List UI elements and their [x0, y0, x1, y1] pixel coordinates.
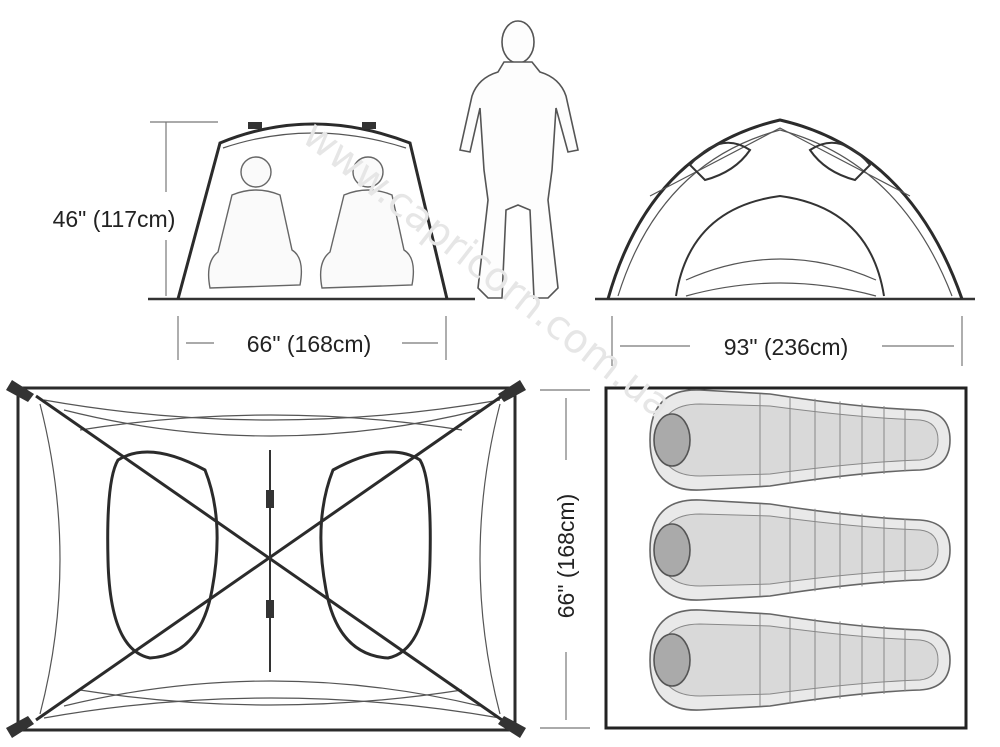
top-view-clip	[266, 490, 274, 508]
side-view: 93" (236cm)	[595, 118, 975, 366]
side-vent-right	[808, 141, 872, 182]
front-tent-outline	[176, 122, 449, 300]
front-tent-seam	[222, 132, 407, 149]
top-view-clip	[266, 600, 274, 618]
side-pole-lines	[649, 127, 911, 197]
sleeping-bag-icon	[649, 499, 951, 601]
stake-icon	[498, 716, 526, 738]
sleeping-bag-icon	[649, 609, 951, 711]
top-view-door-right	[319, 450, 432, 660]
floor-width-dimension: 66" (168cm)	[540, 389, 590, 729]
top-view-vestibule-bottom	[79, 689, 463, 706]
stake-icon	[498, 380, 526, 402]
person-silhouette-icon	[459, 20, 579, 299]
front-view: 46" (117cm) 66" (168cm)	[53, 121, 475, 360]
top-view-vestibule-top	[79, 414, 463, 431]
side-vent-left	[688, 141, 752, 182]
seated-person-icon	[319, 156, 415, 289]
height-label: 46" (117cm)	[53, 206, 176, 232]
front-clip-left	[248, 122, 262, 129]
length-label: 93" (236cm)	[724, 334, 849, 360]
stake-icon	[6, 380, 34, 402]
floor-plan	[604, 386, 968, 730]
top-view-fly-right	[479, 403, 501, 715]
front-clip-right	[362, 122, 376, 129]
stake-icon	[6, 716, 34, 738]
side-door-arch	[675, 194, 885, 297]
side-door-curve	[685, 258, 877, 281]
side-tent-outline	[606, 118, 964, 300]
top-view-door-left	[106, 450, 219, 660]
floor-width-label: 66" (168cm)	[553, 494, 579, 619]
top-view-inner-top	[63, 409, 481, 437]
seated-person-icon	[207, 156, 303, 289]
side-tent-inner-outline	[617, 129, 953, 297]
side-door-floor-curve	[685, 282, 877, 297]
top-view-fly-bottom	[43, 697, 501, 719]
top-view-fly-left	[39, 403, 61, 715]
top-view-inner-bottom	[63, 680, 481, 707]
width-label: 66" (168cm)	[247, 331, 372, 357]
top-view-fly-top	[43, 399, 501, 421]
top-view	[6, 380, 526, 738]
sleeping-bag-icon	[649, 389, 951, 491]
